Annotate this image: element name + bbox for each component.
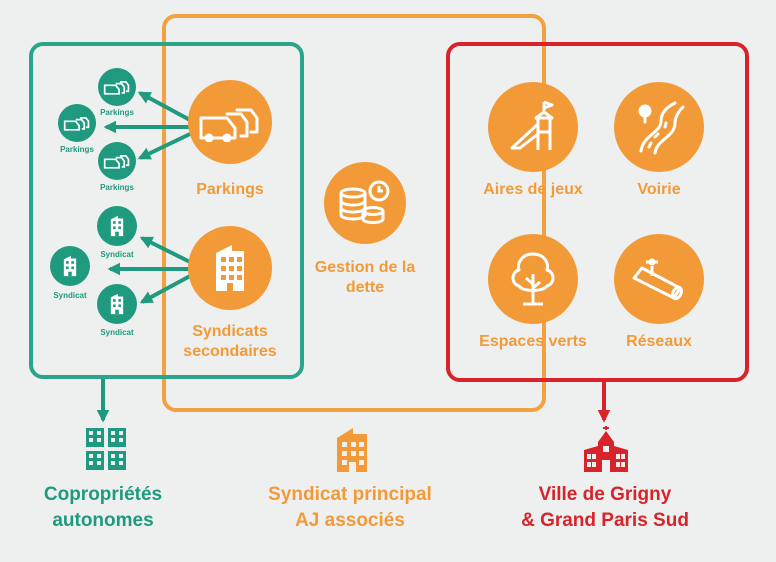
arrow-parking-3	[137, 132, 191, 160]
coins-clock-icon	[339, 180, 390, 225]
playground-slide-icon	[510, 100, 554, 150]
gestion-dette-circle	[324, 162, 406, 244]
syndicats-secondaires-label: Syndicats secondaires	[183, 323, 277, 360]
building-icon	[110, 293, 124, 315]
voirie-label: Voirie	[637, 181, 681, 198]
building-icon	[110, 215, 124, 237]
road-icon	[638, 101, 685, 155]
voirie-circle	[614, 82, 704, 172]
small-parking-label-2: Parkings	[60, 145, 94, 154]
syndicat-principal-title: Syndicat principal AJ associés	[226, 482, 474, 534]
arrow-parking-1	[137, 91, 191, 122]
cars-icon	[103, 81, 130, 95]
ville-title: Ville de Grigny & Grand Paris Sud	[490, 482, 720, 534]
coproprietes-title: Copropriétés autonomes	[10, 482, 196, 534]
syndicat-principal-frame	[162, 14, 546, 412]
buildings-icon	[86, 428, 126, 470]
coproprietes-title-line1: Copropriétés	[43, 484, 163, 505]
cars-icon	[103, 155, 130, 169]
aires-de-jeux-label: Aires de jeux	[483, 181, 583, 198]
small-syndicat-circle-1	[97, 206, 137, 246]
coproprietes-frame	[29, 42, 304, 379]
coproprietes-title-line2: autonomes	[52, 510, 154, 531]
town-hall-icon	[584, 426, 628, 472]
small-parking-label-3: Parkings	[100, 183, 134, 192]
reseaux-label: Réseaux	[626, 333, 692, 350]
building-icon	[216, 245, 244, 291]
small-syndicat-circle-2	[50, 246, 90, 286]
small-parking-circle-2	[58, 104, 96, 142]
small-syndicat-label-2: Syndicat	[53, 291, 87, 300]
syndicat-principal-title-line2: AJ associés	[295, 510, 405, 531]
parkings-circle	[188, 80, 272, 164]
small-parking-circle-1	[98, 68, 136, 106]
parkings-label: Parkings	[196, 181, 264, 198]
gestion-dette-label: Gestion de la dette	[314, 259, 416, 296]
small-parking-circle-3	[98, 142, 136, 180]
syndicats-secondaires-circle	[188, 226, 272, 310]
ville-title-line1: Ville de Grigny	[538, 484, 672, 505]
aires-de-jeux-circle	[488, 82, 578, 172]
small-syndicat-label-1: Syndicat	[100, 250, 134, 259]
small-syndicat-label-3: Syndicat	[100, 328, 134, 337]
espaces-verts-label: Espaces verts	[479, 333, 587, 350]
arrow-syndicat-1	[139, 236, 191, 264]
ville-title-line2: & Grand Paris Sud	[521, 510, 689, 531]
arrow-syndicat-3	[139, 274, 191, 304]
building-icon	[337, 428, 367, 472]
reseaux-circle	[614, 234, 704, 324]
syndicat-principal-title-line1: Syndicat principal	[268, 484, 432, 505]
espaces-verts-circle	[488, 234, 578, 324]
ville-frame	[446, 42, 749, 382]
cars-icon	[199, 108, 259, 142]
pipe-valve-icon	[632, 258, 684, 301]
small-syndicat-circle-3	[97, 284, 137, 324]
cars-icon	[63, 117, 90, 131]
building-icon	[63, 255, 77, 277]
tree-icon	[511, 252, 555, 306]
small-parking-label-1: Parkings	[100, 108, 134, 117]
